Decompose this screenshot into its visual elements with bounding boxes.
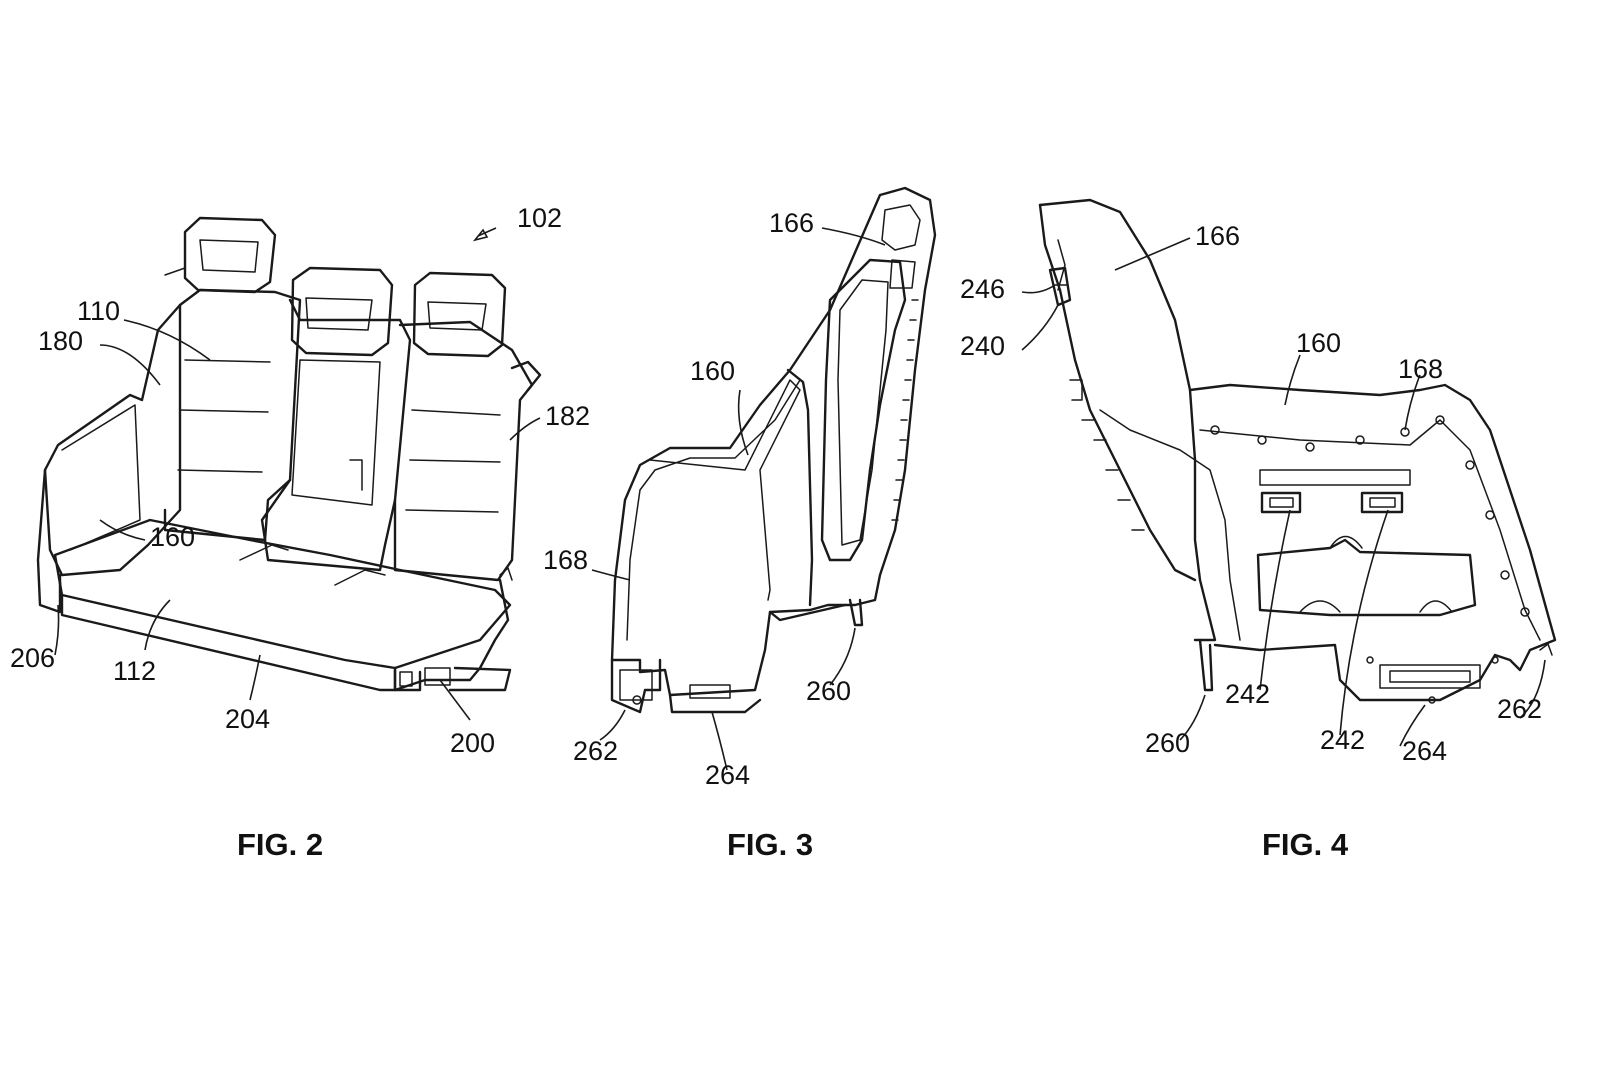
fig4-label-262: 262 [1497, 694, 1542, 724]
fig4-drawing [1038, 198, 1557, 704]
fig3-drawing [610, 186, 937, 714]
fig3-label-168: 168 [543, 545, 588, 575]
fig4-label-260: 260 [1145, 728, 1190, 758]
fig3-caption: FIG. 3 [727, 827, 813, 862]
fig2-labels: 102 110 180 182 160 206 112 204 200 FIG.… [10, 203, 590, 862]
fig2-caption: FIG. 2 [237, 827, 323, 862]
fig2-label-200: 200 [450, 728, 495, 758]
fig2-label-204: 204 [225, 704, 270, 734]
fig4-label-168: 168 [1398, 354, 1443, 384]
fig4-label-264: 264 [1402, 736, 1447, 766]
fig3-labels: 166 160 168 260 262 264 FIG. 3 [543, 208, 851, 862]
fig3-leader-lines [591, 227, 886, 771]
fig3-label-160: 160 [690, 356, 735, 386]
fig4-label-160: 160 [1296, 328, 1341, 358]
fig4-labels: 166 246 240 160 168 242 242 260 264 262 … [960, 221, 1542, 862]
fig2-label-180: 180 [38, 326, 83, 356]
fig3-label-166: 166 [769, 208, 814, 238]
fig2-leader-lines [54, 227, 541, 721]
fig3-label-264: 264 [705, 760, 750, 790]
fig2-label-112: 112 [113, 656, 156, 686]
fig2-label-206: 206 [10, 643, 55, 673]
fig4-label-242-left: 242 [1225, 679, 1270, 709]
fig4-leader-lines [1021, 237, 1546, 747]
fig4-caption: FIG. 4 [1262, 827, 1349, 862]
fig4-label-246: 246 [960, 274, 1005, 304]
fig2-drawing [36, 216, 542, 692]
fig2-label-102: 102 [517, 203, 562, 233]
fig3-label-260: 260 [806, 676, 851, 706]
fig3-label-262: 262 [573, 736, 618, 766]
fig4-label-240: 240 [960, 331, 1005, 361]
fig2-label-182: 182 [545, 401, 590, 431]
fig4-label-166: 166 [1195, 221, 1240, 251]
fig2-label-160: 160 [150, 522, 195, 552]
fig4-label-242-right: 242 [1320, 725, 1365, 755]
fig2-label-110: 110 [77, 296, 120, 326]
